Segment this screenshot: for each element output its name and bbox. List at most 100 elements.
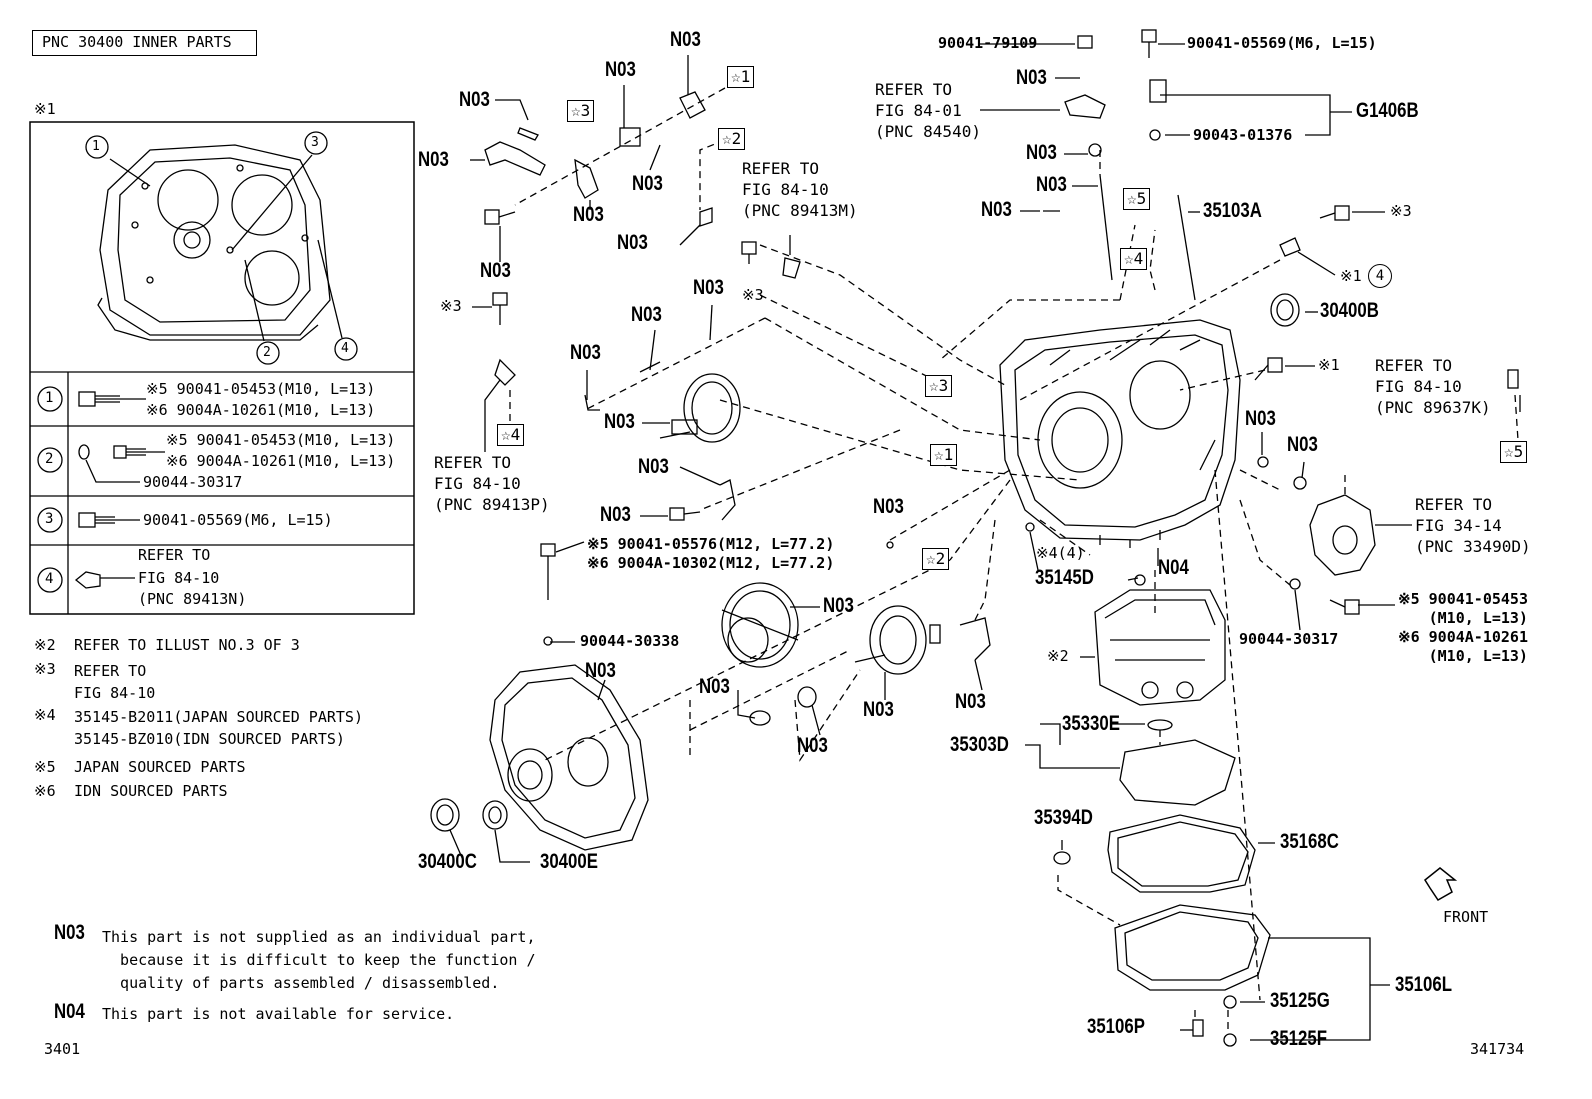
- oil-pan-drawing: [1114, 904, 1271, 991]
- row-4-number: 4: [45, 571, 54, 587]
- inset-callout-3-label: 3: [311, 135, 319, 150]
- oil-strainer-drawing: [1119, 739, 1236, 806]
- note-5-text: JAPAN SOURCED PARTS: [74, 758, 246, 776]
- row-3-line-1: 90041-05569(M6, L=15): [143, 511, 333, 529]
- label-n03: N03: [797, 734, 828, 757]
- label-90041-79109: 90041-79109: [938, 34, 1038, 52]
- label-n03: N03: [480, 259, 511, 282]
- label-90044-30338: 90044-30338: [580, 632, 680, 650]
- dashed-assembly-lines: [509, 87, 1519, 1030]
- label-n03: N03: [1016, 66, 1047, 89]
- legend-n03-text: This part is not supplied as an individu…: [102, 928, 536, 992]
- note-4-text: 35145-B2011(JAPAN SOURCED PARTS) 35145-B…: [74, 708, 363, 748]
- circle-4-icon: 4: [1368, 264, 1392, 288]
- label-35394d: 35394D: [1034, 806, 1093, 829]
- label-bolt-right: ※5 90041-05453 (M10, L=13) ※6 9004A-1026…: [1398, 590, 1528, 665]
- star-box-3: ☆3: [925, 375, 953, 397]
- bolts-drawing: [484, 29, 1519, 1047]
- label-n03: N03: [955, 690, 986, 713]
- inset-marker: ※1: [34, 100, 56, 118]
- star-box-4: ☆4: [1120, 248, 1148, 270]
- label-35106p: 35106P: [1087, 1015, 1145, 1038]
- label-bolt-long: ※5 90041-05576(M12, L=77.2) ※6 9004A-103…: [587, 535, 835, 572]
- counter-gear-drawing: [659, 373, 741, 443]
- valve-body-drawing: [1094, 589, 1226, 706]
- differential-gear-drawing: [721, 582, 799, 668]
- note-6-mark: ※6: [34, 782, 56, 800]
- label-n03: N03: [418, 148, 449, 171]
- row-2-line-1: ※5 90041-05453(M10, L=13): [166, 431, 396, 449]
- note-6-text: IDN SOURCED PARTS: [74, 782, 228, 800]
- row-2-line-3: 90044-30317: [143, 473, 243, 491]
- label-35330e: 35330E: [1062, 712, 1120, 735]
- label-30400e: 30400E: [540, 850, 598, 873]
- star-box-4: ☆4: [497, 424, 525, 446]
- note-2-mark: ※2: [34, 636, 56, 654]
- note-3-mark: ※3: [34, 660, 56, 678]
- note-2-text: REFER TO ILLUST NO.3 OF 3: [74, 636, 300, 654]
- refer-fig-84-10-k: REFER TO FIG 84-10 (PNC 89637K): [1375, 356, 1491, 417]
- row-1-number: 1: [45, 390, 54, 406]
- label-n03: N03: [600, 503, 631, 526]
- transaxle-housing-drawing: [999, 319, 1241, 548]
- footer-left: 3401: [44, 1040, 81, 1058]
- label-mark1-4: ※1: [1340, 267, 1362, 285]
- label-35168c: 35168C: [1280, 830, 1339, 853]
- label-n03: N03: [570, 341, 601, 364]
- pan-gasket-drawing: [1107, 814, 1256, 893]
- star-box-2: ☆2: [922, 548, 950, 570]
- label-n03: N03: [605, 58, 636, 81]
- label-90041-05569: 90041-05569(M6, L=15): [1187, 34, 1377, 52]
- label-n03: N03: [873, 495, 904, 518]
- note-5-mark: ※5: [34, 758, 56, 776]
- row-1-line-2: ※6 9004A-10261(M10, L=13): [146, 401, 376, 419]
- seal-30400c: [430, 798, 460, 832]
- label-n03: N03: [1287, 433, 1318, 456]
- label-n03: N03: [1026, 141, 1057, 164]
- star-box-5: ☆5: [1500, 441, 1528, 463]
- label-mark1: ※1: [1318, 356, 1340, 374]
- row-4-line-3: (PNC 89413N): [138, 590, 247, 608]
- label-n03: N03: [863, 698, 894, 721]
- row-2-number: 2: [45, 451, 54, 467]
- refer-fig-84-10-p: REFER TO FIG 84-10 (PNC 89413P): [434, 453, 550, 514]
- label-30400c: 30400C: [418, 850, 477, 873]
- refer-fig-84-01: REFER TO FIG 84-01 (PNC 84540): [875, 80, 981, 141]
- refer-fig-34-14: REFER TO FIG 34-14 (PNC 33490D): [1415, 495, 1531, 556]
- front-arrow-icon: [1424, 867, 1458, 901]
- label-n03: N03: [823, 594, 854, 617]
- star-box-1: ☆1: [727, 66, 755, 88]
- row-1-line-1: ※5 90041-05453(M10, L=13): [146, 380, 376, 398]
- refer-fig-84-10-m: REFER TO FIG 84-10 (PNC 89413M): [742, 159, 858, 220]
- inset-callout-4-label: 4: [341, 341, 349, 356]
- inset-callout-3: [304, 131, 328, 155]
- label-g1406b: G1406B: [1356, 99, 1419, 122]
- label-35303d: 35303D: [950, 733, 1009, 756]
- label-mark3-right: ※3: [1390, 202, 1412, 220]
- label-n03: N03: [632, 172, 663, 195]
- star-box-2: ☆2: [718, 128, 746, 150]
- legend-n03-code: N03: [54, 921, 85, 944]
- label-35125g: 35125G: [1270, 989, 1330, 1012]
- inset-callout-1-label: 1: [92, 139, 100, 154]
- note-3-text: REFER TO FIG 84-10: [74, 662, 156, 702]
- label-n03: N03: [573, 203, 604, 226]
- star-box-5: ☆5: [1123, 188, 1151, 210]
- header-box: [32, 30, 257, 56]
- inset-callout-2: [256, 341, 280, 365]
- label-35145d: 35145D: [1035, 566, 1094, 589]
- label-n03: N03: [670, 28, 701, 51]
- seal-30400b: [1270, 293, 1300, 327]
- star-box-3: ☆3: [567, 100, 595, 122]
- inset-callout-1: [85, 135, 109, 159]
- label-note2: ※2: [1047, 647, 1069, 665]
- label-n03: N03: [1245, 407, 1276, 430]
- inset-frame: [29, 121, 415, 615]
- seal-30400e: [482, 800, 508, 830]
- footer-right: 341734: [1470, 1040, 1525, 1058]
- label-mark3-mid: ※3: [742, 286, 764, 304]
- label-30400b: 30400B: [1320, 299, 1379, 322]
- label-n03: N03: [459, 88, 490, 111]
- page-title: PNC 30400 INNER PARTS: [42, 33, 232, 51]
